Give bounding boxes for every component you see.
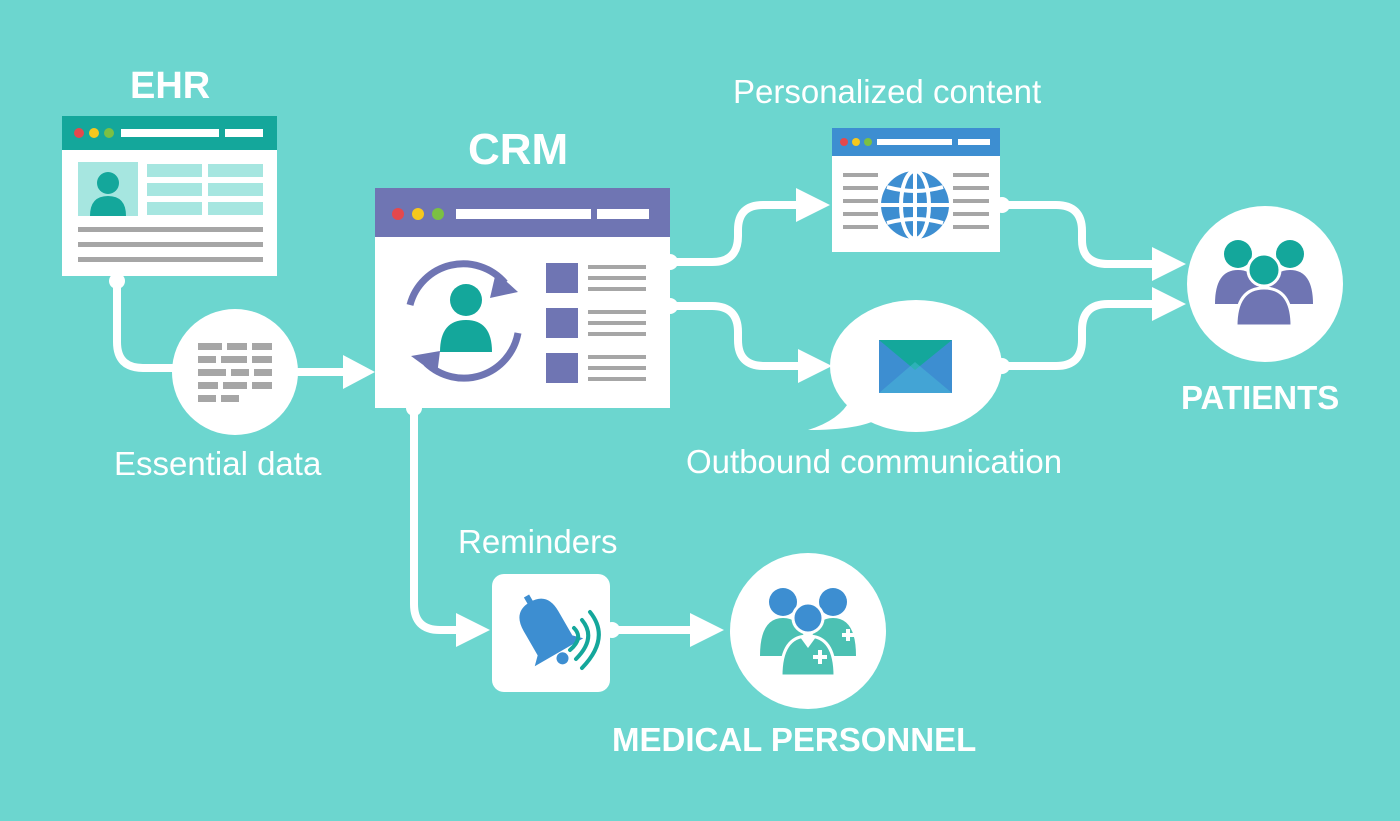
label-outbound-communication: Outbound communication [686,443,1063,480]
connector-content-to-patients [998,201,1159,268]
connectors [113,201,1159,634]
label-personalized-content: Personalized content [733,73,1042,110]
connector-outbound-to-patients [998,300,1159,370]
connector-crm-to-outbound [668,302,804,370]
medical-staff-group-icon [730,553,886,709]
arrowhead-to-personnel [690,613,724,647]
connector-crm-to-content [668,201,802,266]
arrowhead-to-patients-bottom [1152,287,1186,321]
label-patients: PATIENTS [1181,379,1340,416]
arrowhead-to-crm [343,355,375,389]
globe-webpage-icon [832,128,1000,252]
bell-icon [492,574,610,692]
arrowhead-to-patients-top [1152,247,1186,281]
label-reminders: Reminders [458,523,618,560]
envelope-speech-bubble-icon [808,300,1002,432]
arrowhead-to-outbound [798,349,832,383]
crm-window-icon [375,188,670,408]
data-document-icon [172,309,298,435]
patients-group-icon [1187,206,1343,362]
ehr-window-icon [62,116,277,276]
connector-crm-to-reminders [410,404,462,634]
label-crm: CRM [468,125,569,174]
arrowhead-to-reminders [456,613,490,647]
connector-ehr-to-crm [113,277,349,376]
label-medical-personnel: MEDICAL PERSONNEL [612,721,977,758]
connector-arrowheads [343,188,1186,647]
label-essential-data: Essential data [114,445,322,482]
arrowhead-to-content [796,188,830,222]
label-ehr: EHR [130,65,211,107]
